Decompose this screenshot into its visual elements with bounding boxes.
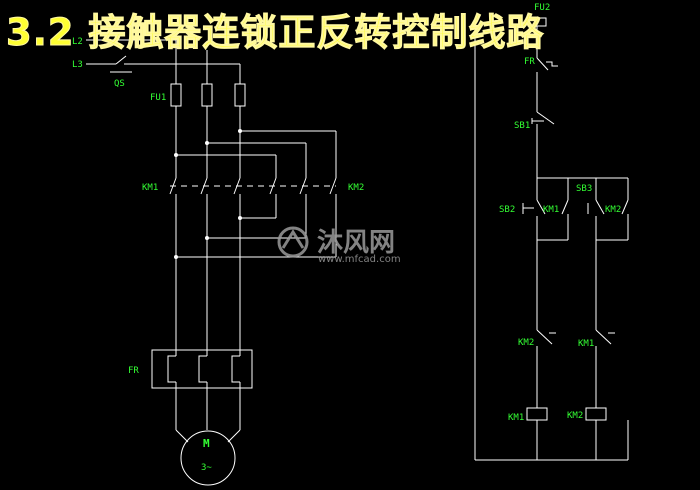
fu1-fuse-3 — [234, 83, 246, 107]
label-fr-main: FR — [128, 366, 139, 376]
label-sb1: SB1 — [514, 121, 530, 131]
motor — [180, 430, 236, 486]
label-fr-ctrl: FR — [524, 57, 535, 67]
label-fu1: FU1 — [150, 93, 166, 103]
label-km2-main: KM2 — [348, 183, 364, 193]
km1-interlock-contact — [595, 329, 615, 408]
km2-interlock-contact — [536, 329, 556, 408]
label-l3: L3 — [72, 60, 83, 70]
label-km1-hold: KM1 — [543, 205, 559, 215]
fr-nc-contact — [536, 57, 558, 112]
label-km2-coil: KM2 — [567, 411, 583, 421]
fu1-fuse-2 — [201, 83, 213, 107]
fu1-fuse-1 — [170, 83, 182, 107]
watermark-brand: 沐风网 — [317, 228, 395, 258]
page-title: 3.2 接触器连锁正反转控制线路 — [5, 11, 545, 55]
control-circuit — [474, 17, 629, 461]
watermark-url: www.mfcad.com — [318, 254, 401, 265]
km1-main-contacts — [169, 177, 241, 200]
sb2-button — [522, 178, 546, 330]
label-km1-coil: KM1 — [508, 413, 524, 423]
sb3-button — [587, 178, 605, 330]
qs-blade — [115, 55, 127, 65]
component-labels: L2 L3 QS FU1 KM1 KM2 FR M 3~ FU2 FR SB1 … — [72, 3, 621, 473]
label-motor-m: M — [203, 437, 210, 450]
label-motor-3: 3~ — [201, 463, 212, 473]
main-circuit — [86, 39, 337, 486]
km2-coil — [585, 407, 607, 421]
label-sb2: SB2 — [499, 205, 515, 215]
fr-thermal-relay — [151, 349, 253, 389]
watermark-logo-icon — [277, 226, 309, 258]
label-km1-main: KM1 — [142, 183, 158, 193]
sb1-button — [531, 111, 555, 178]
label-km2-interlock: KM2 — [518, 338, 534, 348]
km2-hold-contact — [596, 178, 629, 241]
label-sb3: SB3 — [576, 184, 592, 194]
label-fu2: FU2 — [534, 3, 550, 13]
label-l2: L2 — [72, 37, 83, 47]
watermark: 沐风网 www.mfcad.com — [277, 226, 401, 265]
km1-coil — [526, 407, 548, 421]
label-qs: QS — [114, 79, 125, 89]
km1-hold-contact — [537, 178, 569, 241]
label-km2-hold: KM2 — [605, 205, 621, 215]
label-km1-interlock: KM1 — [578, 339, 594, 349]
km2-main-contacts — [269, 177, 337, 257]
